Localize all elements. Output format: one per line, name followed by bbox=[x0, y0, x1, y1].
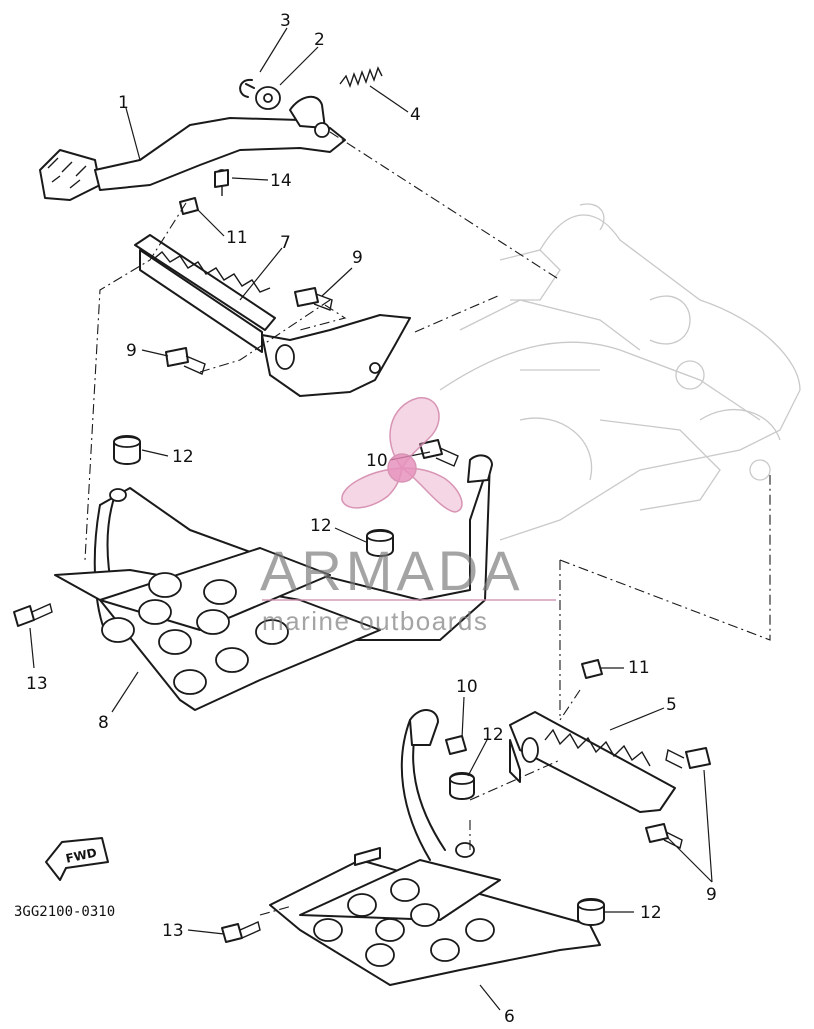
watermark-brand: ARMADA bbox=[260, 539, 524, 602]
right-footrest bbox=[509, 711, 676, 813]
callout-13-right: 13 bbox=[162, 921, 184, 941]
frame-outline bbox=[439, 203, 801, 541]
circlip bbox=[239, 78, 255, 98]
callout-11-right: 11 bbox=[628, 658, 650, 678]
callout-7: 7 bbox=[280, 233, 291, 253]
callout-2: 2 bbox=[314, 30, 325, 50]
callout-1: 1 bbox=[118, 93, 129, 113]
callout-12-left: 12 bbox=[172, 447, 194, 467]
callout-11-left: 11 bbox=[226, 228, 248, 248]
callouts: 3 2 4 1 14 11 7 9 9 12 10 12 13 8 10 11 … bbox=[26, 11, 717, 1027]
alignment-lines bbox=[84, 131, 771, 916]
callout-6: 6 bbox=[504, 1007, 515, 1027]
spring bbox=[339, 66, 383, 89]
watermark-tagline: marine outboards bbox=[262, 606, 488, 636]
fwd-arrow-icon: FWD bbox=[45, 837, 109, 881]
callout-10-upper: 10 bbox=[366, 451, 388, 471]
fwd-label: FWD bbox=[64, 846, 98, 866]
grommets bbox=[113, 435, 605, 926]
callout-13-left: 13 bbox=[26, 674, 48, 694]
armada-watermark: ARMADA marine outboards bbox=[260, 397, 556, 636]
callout-14: 14 bbox=[270, 171, 292, 191]
right-guard bbox=[269, 709, 601, 986]
callout-5: 5 bbox=[666, 695, 677, 715]
callout-12-lower: 12 bbox=[482, 725, 504, 745]
left-footrest bbox=[134, 234, 411, 397]
callout-9-upper: 9 bbox=[352, 248, 363, 268]
callout-9-right: 9 bbox=[706, 885, 717, 905]
leader-lines bbox=[29, 27, 713, 1011]
callout-9-left: 9 bbox=[126, 341, 137, 361]
brake-pedal bbox=[39, 95, 346, 201]
callout-12-right: 12 bbox=[640, 903, 662, 923]
callout-3: 3 bbox=[280, 11, 291, 31]
fasteners bbox=[13, 169, 711, 943]
callout-4: 4 bbox=[410, 105, 421, 125]
callout-10-lower: 10 bbox=[456, 677, 478, 697]
washer bbox=[255, 86, 281, 110]
callout-12-mid: 12 bbox=[310, 516, 332, 536]
propeller-logo-icon bbox=[341, 397, 463, 513]
part-code: 3GG2100-0310 bbox=[14, 904, 115, 920]
callout-8: 8 bbox=[98, 713, 109, 733]
